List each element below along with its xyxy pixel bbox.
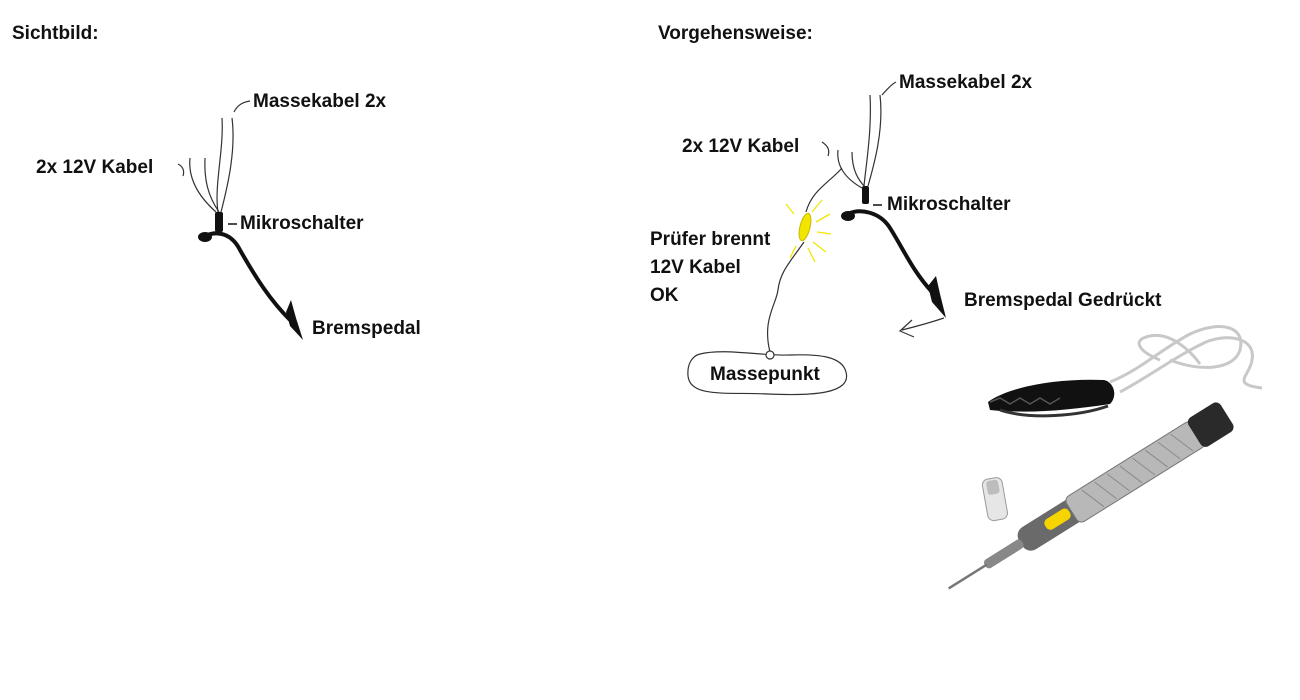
- right-power-leader: [821, 141, 830, 157]
- right-power-cables-label: 2x 12V Kabel: [682, 136, 800, 157]
- ground-point-label: Massepunkt: [710, 364, 820, 385]
- test-light-probe: [947, 325, 1263, 590]
- left-power-cable-2: [204, 157, 220, 213]
- probe-cap: [981, 477, 1009, 522]
- left-power-leader: [177, 163, 185, 177]
- right-microswitch-label: Mikroschalter: [887, 194, 1011, 215]
- tester-line-2: 12V Kabel: [650, 257, 741, 278]
- left-microswitch: [215, 212, 237, 232]
- right-brake-pedal: [841, 209, 946, 318]
- right-power-cable-2: [851, 151, 867, 189]
- tester-lead-upper: [805, 167, 843, 213]
- tester-glow: [785, 199, 832, 263]
- right-alligator-clip-icon: [928, 276, 946, 318]
- left-alligator-clip-icon: [286, 300, 303, 340]
- right-power-cable-1: [837, 149, 863, 189]
- tester-line-1: Prüfer brennt: [650, 229, 771, 250]
- brake-pedal-pressed-label: Bremspedal Gedrückt: [964, 290, 1162, 311]
- pressed-arrow-head: [898, 319, 915, 338]
- left-brake-pedal: [198, 231, 303, 340]
- ground-point-dot: [765, 350, 775, 360]
- left-microswitch-label: Mikroschalter: [240, 213, 364, 234]
- right-ground-cable-2: [867, 94, 882, 187]
- left-power-cables-label: 2x 12V Kabel: [36, 157, 154, 178]
- left-diagram: [177, 100, 251, 213]
- tester-lead-lower: [766, 241, 805, 353]
- left-ground-cable-2: [220, 117, 234, 213]
- left-heading: Sichtbild:: [12, 23, 99, 44]
- right-ground-cable-1: [863, 94, 871, 187]
- pressed-arrow: [901, 317, 945, 331]
- right-heading: Vorgehensweise:: [658, 23, 813, 44]
- right-microswitch: [862, 186, 882, 206]
- ground-point-outline: [687, 351, 848, 396]
- right-ground-cables-label: Massekabel 2x: [899, 72, 1033, 93]
- tester-line-3: OK: [650, 285, 679, 306]
- left-brake-pedal-label: Bremspedal: [312, 318, 421, 339]
- right-diagram: [687, 81, 945, 396]
- left-ground-cable-1: [216, 117, 223, 213]
- left-power-cable-1: [189, 157, 217, 213]
- right-ground-leader: [881, 81, 897, 96]
- tester-result-label: Prüfer brennt 12V Kabel OK: [650, 226, 770, 310]
- left-ground-leader: [233, 100, 251, 113]
- left-ground-cables-label: Massekabel 2x: [253, 91, 387, 112]
